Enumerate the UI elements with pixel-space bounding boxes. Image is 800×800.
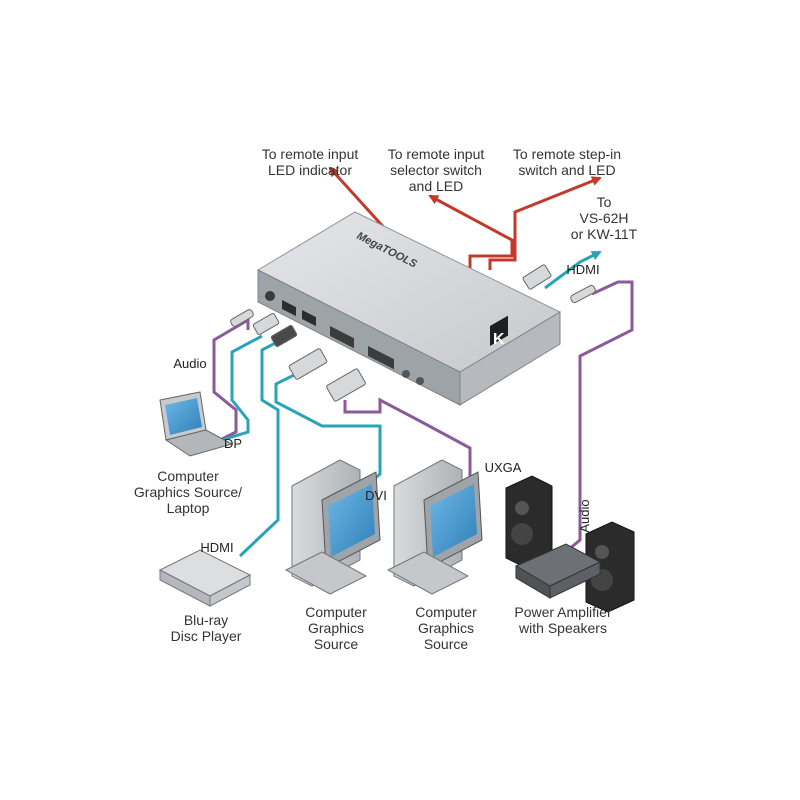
cable-audio-output bbox=[567, 280, 634, 552]
audio-out-plug bbox=[570, 284, 596, 304]
cable-audio-input bbox=[212, 317, 250, 444]
label-to-vs62h: To VS-62H or KW-11T bbox=[570, 194, 638, 242]
audio-port bbox=[265, 291, 275, 301]
label-computer-uxga: Computer Graphics Source bbox=[415, 604, 477, 652]
label-computer-dvi: Computer Graphics Source bbox=[305, 604, 367, 652]
cable-uxga bbox=[343, 397, 472, 488]
label-uxga: UXGA bbox=[484, 460, 522, 475]
label-hdmi-input: HDMI bbox=[200, 540, 234, 555]
dvi-plug bbox=[288, 348, 328, 380]
audio-in-plug bbox=[230, 309, 254, 327]
cable-remote-input-selector bbox=[428, 194, 514, 270]
cable-dp bbox=[221, 334, 263, 442]
connectors bbox=[230, 264, 596, 402]
computer-dvi-icon bbox=[284, 459, 381, 595]
brand-mark: K bbox=[493, 331, 505, 348]
label-audio-input: Audio bbox=[173, 356, 207, 371]
label-amplifier: Power Amplifier with Speakers bbox=[514, 604, 612, 636]
hdmi-input-port bbox=[282, 299, 296, 317]
label-remote-step-in: To remote step-in switch and LED bbox=[512, 146, 622, 178]
hdmi-in-plug bbox=[270, 325, 298, 347]
hdmi-out-plug bbox=[522, 264, 552, 290]
device-side bbox=[459, 311, 561, 406]
amplifier-speakers-icon bbox=[505, 475, 635, 613]
label-bluray: Blu-ray Disc Player bbox=[170, 612, 242, 644]
label-audio-output: Audio bbox=[577, 499, 592, 533]
cable-remote-step-in bbox=[488, 176, 602, 270]
dvi-port bbox=[330, 326, 354, 349]
cable-dvi bbox=[274, 370, 382, 486]
dp-port bbox=[302, 309, 316, 327]
button-1 bbox=[402, 370, 410, 378]
vga-plug bbox=[326, 368, 366, 402]
label-dvi: DVI bbox=[365, 488, 387, 503]
cable-hdmi-input bbox=[238, 336, 286, 558]
bluray-player-icon bbox=[158, 549, 252, 607]
label-remote-input-led: To remote input LED indicator bbox=[261, 146, 359, 178]
computer-uxga-icon bbox=[386, 459, 483, 595]
vga-port bbox=[368, 345, 394, 370]
label-hdmi-output: HDMI bbox=[566, 262, 600, 277]
laptop-icon bbox=[159, 391, 234, 457]
cable-hdmi-output bbox=[544, 250, 602, 290]
dp-plug bbox=[252, 313, 280, 335]
device-switcher: K MegaTOOLS bbox=[256, 211, 562, 406]
label-laptop: Computer Graphics Source/ Laptop bbox=[133, 468, 243, 516]
label-remote-input-selector: To remote input selector switch and LED bbox=[387, 146, 485, 194]
brand-logo bbox=[490, 315, 508, 346]
label-dp: DP bbox=[223, 436, 243, 451]
button-2 bbox=[416, 377, 424, 385]
